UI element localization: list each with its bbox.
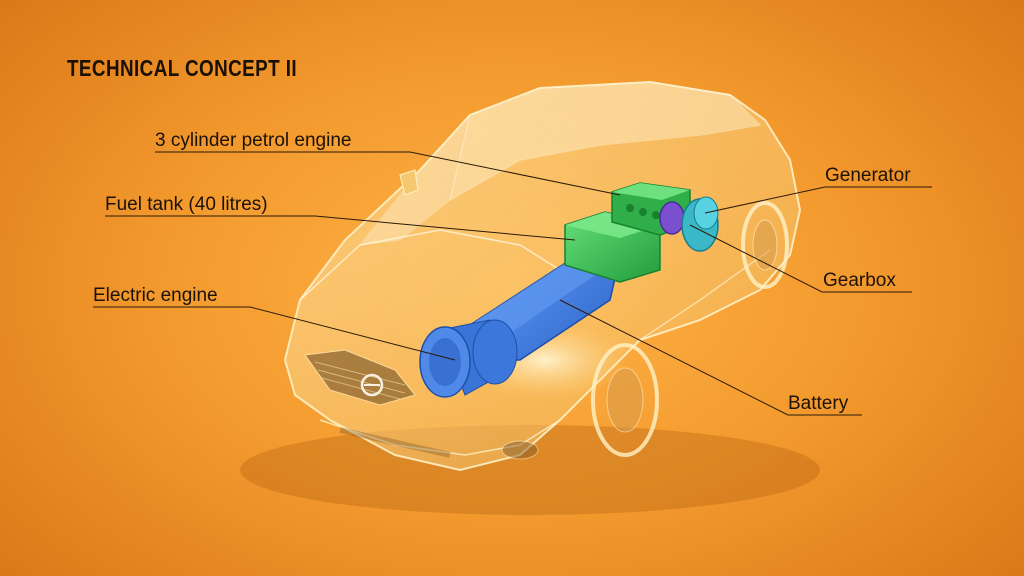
leader-battery	[559, 299, 862, 416]
leader-petrol-engine	[155, 151, 621, 196]
leader-electric-engine	[93, 306, 456, 361]
label-generator: Generator	[825, 165, 911, 186]
leader-lines	[93, 151, 932, 416]
label-electric-engine: Electric engine	[93, 285, 218, 306]
label-petrol-engine: 3 cylinder petrol engine	[155, 130, 352, 151]
label-gearbox: Gearbox	[823, 270, 896, 291]
electric-motor	[419, 319, 518, 398]
page-title: TECHNICAL CONCEPT II	[67, 55, 297, 81]
label-battery: Battery	[788, 393, 849, 414]
fuel-tank-block	[564, 211, 661, 283]
car-body	[283, 80, 802, 472]
powertrain-components	[419, 182, 719, 398]
gearbox-block	[659, 201, 685, 235]
leader-gearbox	[689, 224, 912, 293]
label-fuel-tank: Fuel tank (40 litres)	[105, 194, 268, 215]
leader-fuel-tank	[105, 215, 576, 241]
leader-generator	[704, 186, 932, 214]
